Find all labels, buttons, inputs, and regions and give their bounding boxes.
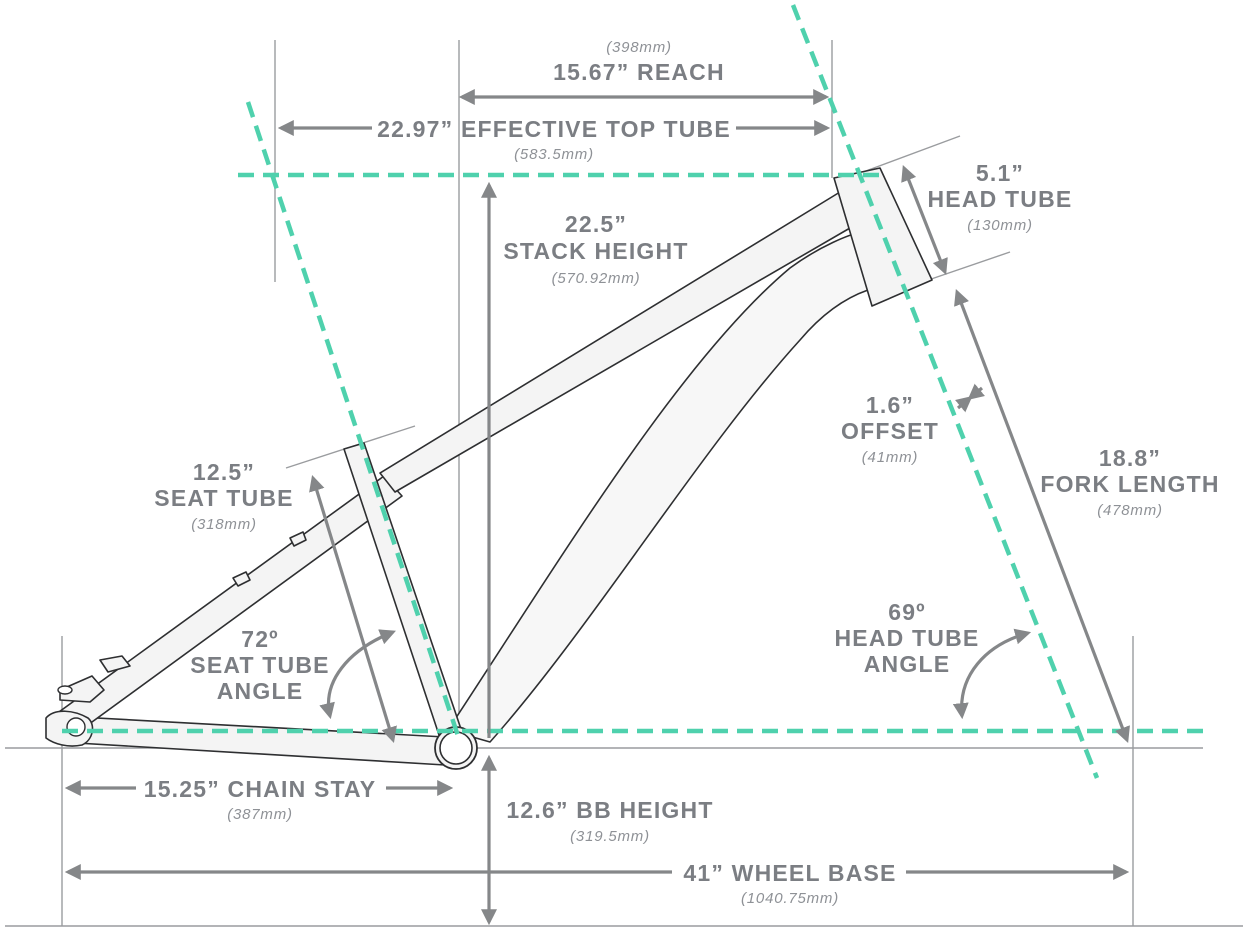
reach-mm: (398mm): [606, 39, 672, 56]
stack-name: STACK HEIGHT: [503, 238, 688, 264]
fork-name: FORK LENGTH: [1040, 471, 1219, 497]
fork-value: 18.8”: [1099, 445, 1161, 471]
offset-arrow-a: [967, 383, 985, 401]
seat-tube-value: 12.5”: [193, 459, 255, 485]
stack-value: 22.5”: [565, 211, 627, 237]
steering-axis-guide: [790, 4, 1100, 779]
bb-height-mm: (319.5mm): [570, 828, 650, 845]
offset-arrow-b: [955, 395, 973, 413]
head-tube-value: 5.1”: [976, 160, 1024, 186]
head-tube-top-extension: [854, 135, 961, 176]
top-tube-mm: (583.5mm): [514, 146, 594, 163]
seat-tube-name: SEAT TUBE: [154, 485, 293, 511]
seat-angle-value: 72º: [241, 626, 279, 652]
seat-tube-mm: (318mm): [191, 516, 257, 533]
offset-value: 1.6”: [866, 392, 914, 418]
cable-guide-1: [232, 571, 251, 587]
head-angle-line2: ANGLE: [864, 651, 951, 677]
stack-mm: (570.92mm): [552, 270, 641, 287]
chain-stay-label: 15.25” CHAIN STAY: [144, 776, 377, 802]
dimension-labels: (398mm) 15.67” REACH 22.97” EFFECTIVE TO…: [144, 39, 1219, 907]
chain-stay-mm: (387mm): [227, 806, 293, 823]
head-angle-value: 69º: [888, 599, 926, 625]
head-angle-arc: [952, 628, 1032, 720]
top-tube-label: 22.97” EFFECTIVE TOP TUBE: [377, 116, 731, 142]
fork-length-arrow: [954, 289, 1130, 743]
reach-label: 15.67” REACH: [553, 59, 725, 85]
seat-angle-line2: ANGLE: [217, 678, 304, 704]
head-tube-mm: (130mm): [967, 217, 1033, 234]
seat-angle-arc: [319, 629, 396, 720]
offset-mm: (41mm): [862, 449, 918, 466]
bottom-bracket-inner: [439, 731, 473, 765]
fork-mm: (478mm): [1097, 502, 1163, 519]
dimension-arrows: [64, 89, 1130, 926]
head-tube-arrow: [901, 165, 948, 275]
dropout-slot: [57, 685, 73, 695]
head-angle-line1: HEAD TUBE: [835, 625, 980, 651]
brake-mount: [99, 655, 131, 673]
head-tube-name: HEAD TUBE: [928, 186, 1073, 212]
bb-height-label: 12.6” BB HEIGHT: [506, 797, 713, 823]
wheel-base-label: 41” WHEEL BASE: [683, 860, 896, 886]
seat-tube-guide: [245, 101, 463, 743]
dropout-tab: [59, 675, 105, 703]
seat-angle-line1: SEAT TUBE: [190, 652, 329, 678]
cable-guide-2: [289, 531, 307, 547]
rear-axle-hole: [66, 717, 86, 737]
offset-name: OFFSET: [841, 418, 939, 444]
wheel-base-mm: (1040.75mm): [741, 890, 839, 907]
